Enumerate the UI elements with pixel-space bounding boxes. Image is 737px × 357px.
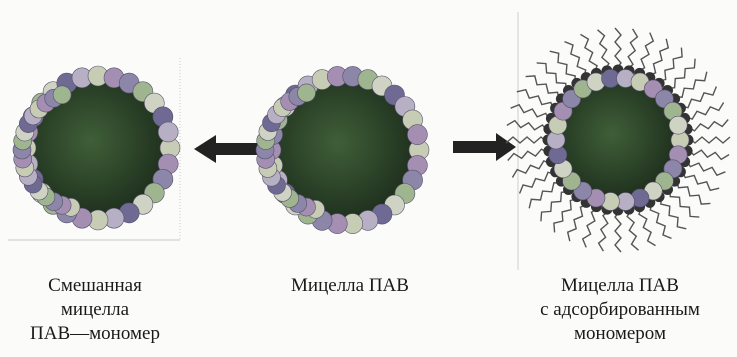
- monomer-tail: [673, 72, 707, 98]
- head-group: [669, 116, 687, 134]
- monomer-tail: [679, 87, 716, 108]
- caption-line: Мицелла ПАВ: [505, 274, 735, 298]
- head-group: [53, 86, 71, 104]
- head-group: [158, 122, 178, 142]
- monomer-tail: [615, 210, 621, 252]
- head-group: [407, 125, 427, 145]
- monomer-tail: [599, 210, 610, 252]
- monomer-tail: [541, 192, 571, 222]
- head-group: [298, 84, 316, 102]
- micelle-with-adsorbed-monomer: [506, 28, 730, 252]
- surfactant-micelle: [256, 66, 429, 233]
- monomer-tail: [550, 51, 576, 85]
- caption-line: мицелла: [10, 298, 180, 322]
- caption-surfactant-micelle: Мицелла ПАВ: [250, 274, 450, 298]
- monomer-tail: [650, 201, 671, 238]
- monomer-tail: [686, 159, 726, 176]
- monomer-tail: [507, 121, 549, 132]
- caption-line: Мицелла ПАВ: [250, 274, 450, 298]
- monomer-tail: [665, 59, 695, 89]
- monomer-tail: [565, 42, 586, 79]
- caption-line: с адсорбированным: [505, 298, 735, 322]
- monomer-tail: [626, 29, 637, 71]
- arrow-left: [194, 135, 260, 163]
- caption-mixed-micelle: Смешанная мицелла ПАВ—мономер: [10, 274, 180, 346]
- monomer-tail: [508, 149, 550, 160]
- monomer-tail: [520, 172, 557, 193]
- monomer-tail: [511, 105, 551, 122]
- monomer-tail: [688, 148, 730, 159]
- monomer-tail: [506, 137, 548, 143]
- caption-line: ПАВ—мономер: [10, 322, 180, 346]
- monomer-tail: [661, 195, 687, 229]
- caption-micelle-adsorbed: Мицелла ПАВ с адсорбированным мономером: [505, 274, 735, 346]
- caption-line: Смешанная: [10, 274, 180, 298]
- monomer-tail: [537, 63, 567, 93]
- monomer-tail: [687, 120, 729, 131]
- mixed-micelle: [13, 66, 180, 230]
- monomer-tail: [688, 137, 730, 143]
- caption-line: мономером: [505, 322, 735, 346]
- monomer-tail: [637, 33, 654, 73]
- monomer-tail: [627, 209, 638, 251]
- monomer-tail: [529, 183, 563, 209]
- monomer-tail: [598, 30, 609, 72]
- monomer-tail: [670, 187, 700, 217]
- arrow-right: [453, 133, 516, 161]
- monomer-tail: [583, 208, 600, 248]
- monomer-tail: [615, 28, 621, 70]
